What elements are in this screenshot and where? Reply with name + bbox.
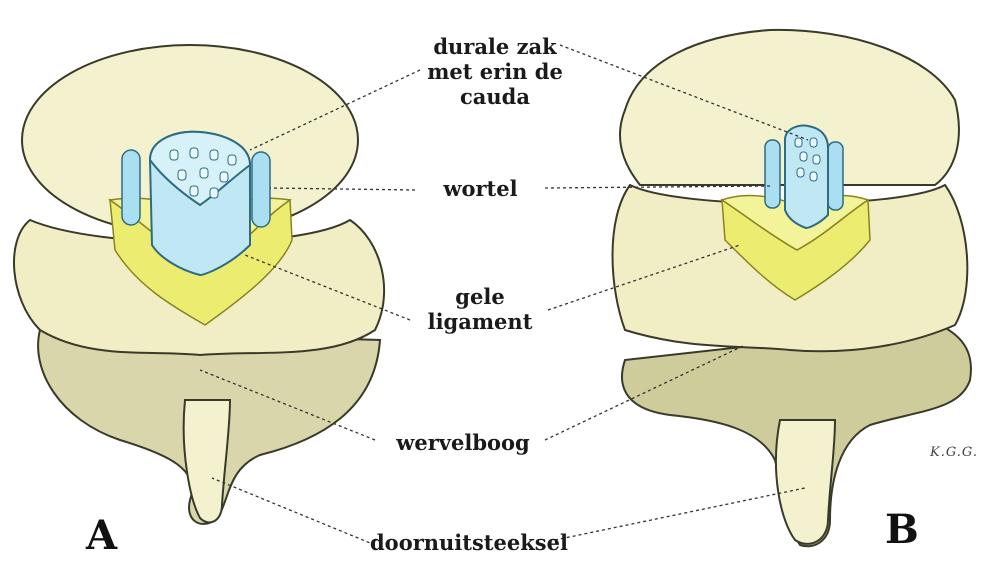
label-root: wortel bbox=[418, 176, 543, 201]
label-yellow-ligament-line-2: ligament bbox=[410, 309, 550, 334]
label-dural-sac: durale zak met erin de cauda bbox=[420, 34, 570, 109]
leader-spinous-b bbox=[555, 488, 805, 540]
panel-label-b: B bbox=[885, 506, 919, 553]
label-dural-sac-line-2: met erin de bbox=[420, 59, 570, 84]
label-vertebral-arch: wervelboog bbox=[378, 430, 548, 455]
label-dural-sac-line-1: durale zak bbox=[420, 34, 570, 59]
panel-label-a: A bbox=[86, 512, 117, 559]
label-spinous-process: doornuitsteeksel bbox=[370, 530, 560, 555]
leader-spinous-a bbox=[212, 478, 375, 545]
vertebra-b-dural-sac bbox=[785, 126, 828, 228]
leader-root-b bbox=[545, 186, 770, 188]
vertebra-a-left-root bbox=[122, 150, 140, 225]
label-yellow-ligament: gele ligament bbox=[410, 284, 550, 334]
label-yellow-ligament-line-1: gele bbox=[410, 284, 550, 309]
vertebra-b bbox=[613, 30, 971, 546]
vertebra-a bbox=[14, 45, 384, 524]
vertebra-b-spinous-process bbox=[776, 420, 835, 544]
vertebra-b-left-root bbox=[765, 140, 780, 208]
vertebra-a-right-root bbox=[252, 152, 270, 227]
label-dural-sac-line-3: cauda bbox=[420, 84, 570, 109]
artist-signature: K.G.G. bbox=[930, 445, 978, 460]
vertebra-b-right-root bbox=[828, 142, 843, 210]
